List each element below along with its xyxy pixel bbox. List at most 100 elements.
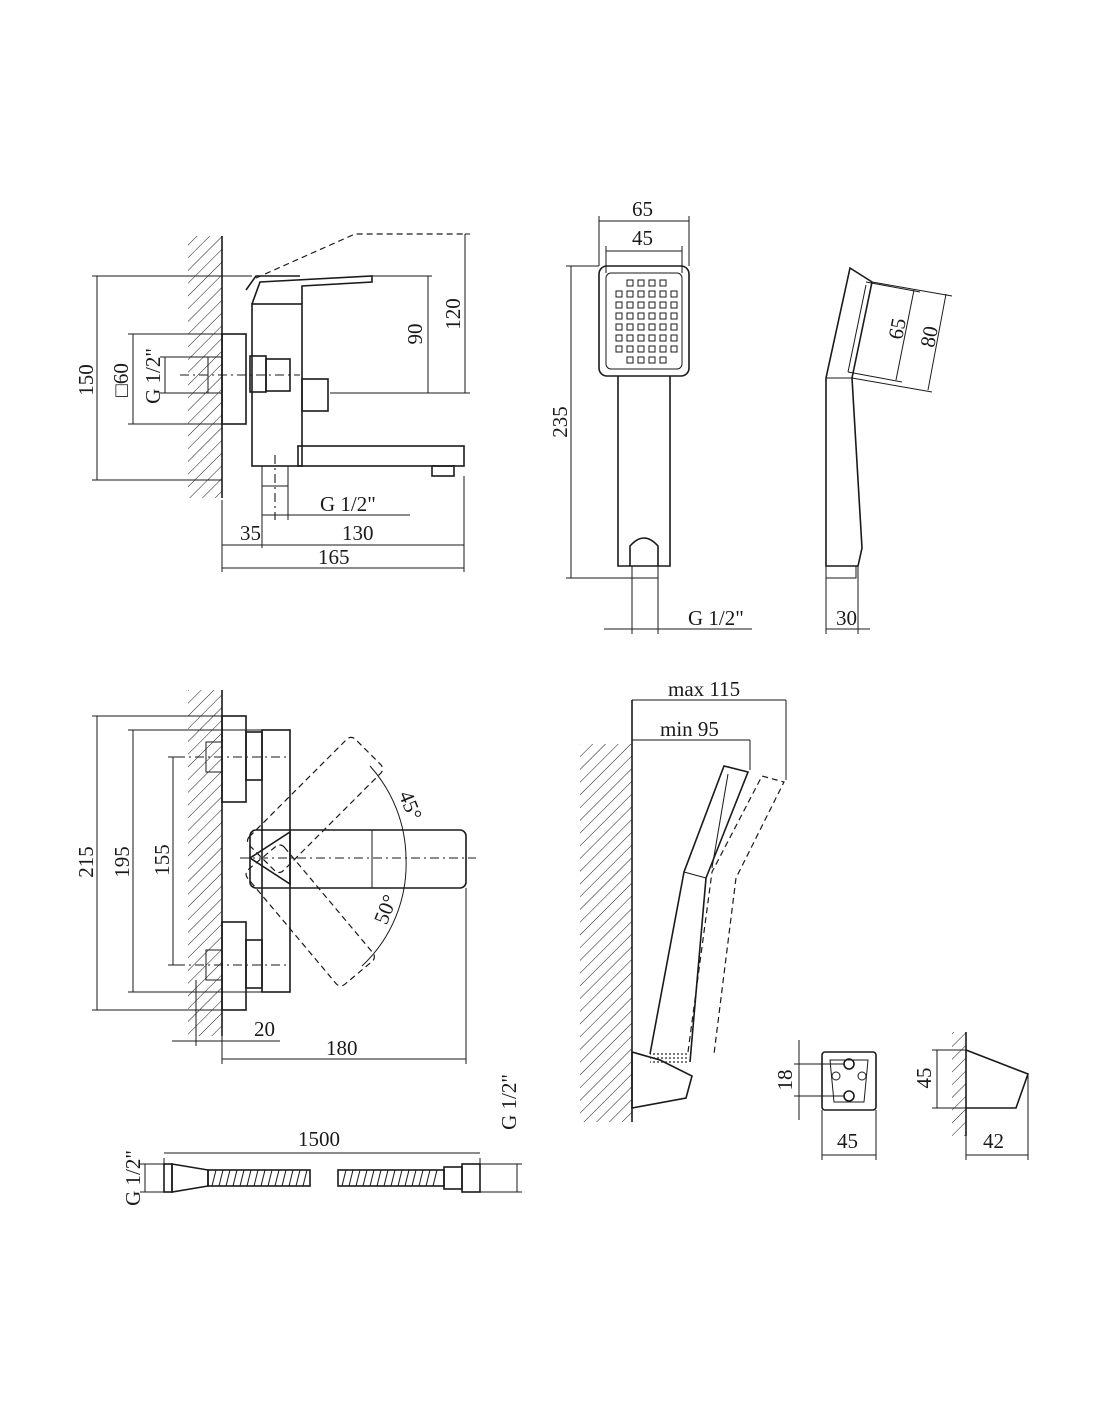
- hose-winding: [397, 1169, 403, 1187]
- hose-winding: [295, 1169, 301, 1187]
- dim-130: 130: [342, 521, 374, 545]
- hand-shower-front-view: [566, 216, 752, 634]
- hose-winding: [404, 1169, 410, 1187]
- nozzle: [637, 279, 645, 287]
- holder-side-view: [932, 1032, 1030, 1160]
- dim-42: 42: [983, 1129, 1004, 1153]
- nozzle: [637, 345, 645, 353]
- hose-winding: [260, 1169, 266, 1187]
- wall-flange: [221, 333, 247, 425]
- nozzle: [670, 323, 678, 331]
- thread-inlet: G 1/2": [141, 348, 165, 404]
- nozzle: [670, 334, 678, 342]
- dim-80-side: 80: [915, 324, 943, 349]
- nozzle: [648, 323, 656, 331]
- dim-165: 165: [318, 545, 350, 569]
- dim-120: 120: [441, 298, 465, 330]
- hand-shower-side-view: [825, 266, 953, 634]
- nozzle: [670, 301, 678, 309]
- hose-winding: [225, 1169, 231, 1187]
- nozzle: [659, 312, 667, 320]
- nozzle: [615, 301, 623, 309]
- hose-winding: [211, 1169, 217, 1187]
- hose-length-1500: 1500: [298, 1127, 340, 1151]
- dim-18: 18: [773, 1070, 797, 1091]
- nozzle: [626, 279, 634, 287]
- dim-45-holder-side: 45: [912, 1068, 936, 1089]
- nozzle: [670, 345, 678, 353]
- dim-65-side: 65: [883, 316, 911, 341]
- shower-head: [598, 265, 690, 377]
- hose-winding: [432, 1169, 438, 1187]
- nozzle: [615, 334, 623, 342]
- hose-winding: [253, 1169, 259, 1187]
- nozzle: [626, 301, 634, 309]
- nozzle: [626, 345, 634, 353]
- hose-winding: [274, 1169, 280, 1187]
- dim-90: 90: [403, 324, 427, 345]
- wall-hatch: [188, 236, 222, 498]
- dim-min-95: min 95: [660, 717, 719, 741]
- hose-winding: [362, 1169, 368, 1187]
- hose-winding: [218, 1169, 224, 1187]
- hose-winding: [376, 1169, 382, 1187]
- spout: [297, 445, 465, 467]
- hose-winding: [246, 1169, 252, 1187]
- dim-max-115: max 115: [668, 677, 740, 701]
- dim-square-60: □60: [109, 363, 133, 397]
- nozzle: [637, 334, 645, 342]
- mixer-body: [251, 303, 303, 467]
- nozzle: [648, 290, 656, 298]
- hose-winding: [369, 1169, 375, 1187]
- nozzle: [659, 301, 667, 309]
- nozzle: [637, 356, 645, 364]
- hose-winding: [302, 1169, 308, 1187]
- angle-50: 50°: [369, 891, 402, 927]
- dim-155: 155: [150, 844, 174, 876]
- nozzle: [615, 323, 623, 331]
- nozzle: [626, 290, 634, 298]
- dim-195: 195: [110, 846, 134, 878]
- nozzle: [659, 290, 667, 298]
- hose-left-section: [207, 1169, 311, 1187]
- nozzle: [659, 334, 667, 342]
- faucet-side-view: [92, 233, 470, 572]
- thread-hose-right: G 1/2": [497, 1074, 521, 1130]
- hose-winding: [355, 1169, 361, 1187]
- hose-winding: [232, 1169, 238, 1187]
- nozzle: [626, 334, 634, 342]
- nozzle: [659, 345, 667, 353]
- hose-winding: [281, 1169, 287, 1187]
- dim-35: 35: [240, 521, 261, 545]
- hose-winding: [341, 1169, 347, 1187]
- hose-winding: [390, 1169, 396, 1187]
- nozzle: [659, 323, 667, 331]
- nozzle: [648, 356, 656, 364]
- nozzle: [626, 323, 634, 331]
- nozzle: [648, 301, 656, 309]
- nozzle: [615, 290, 623, 298]
- dim-20: 20: [254, 1017, 275, 1041]
- hose-view: [140, 1152, 522, 1193]
- nozzle: [615, 312, 623, 320]
- dim-65-front: 65: [632, 197, 653, 221]
- nozzle: [648, 279, 656, 287]
- dim-150: 150: [74, 364, 98, 396]
- dim-45-holder-front: 45: [837, 1129, 858, 1153]
- dim-215: 215: [74, 846, 98, 878]
- hose-winding: [267, 1169, 273, 1187]
- hose-winding: [383, 1169, 389, 1187]
- nozzle: [659, 356, 667, 364]
- nozzle: [648, 345, 656, 353]
- dim-45-front: 45: [632, 226, 653, 250]
- nozzle: [637, 290, 645, 298]
- dim-235: 235: [548, 406, 572, 438]
- holder-mounted-view: [580, 699, 787, 1122]
- nozzle: [615, 345, 623, 353]
- hose-winding: [425, 1169, 431, 1187]
- hose-winding: [348, 1169, 354, 1187]
- hose-winding: [411, 1169, 417, 1187]
- angle-45: 45°: [394, 787, 427, 823]
- faucet-front-view: [92, 690, 476, 1064]
